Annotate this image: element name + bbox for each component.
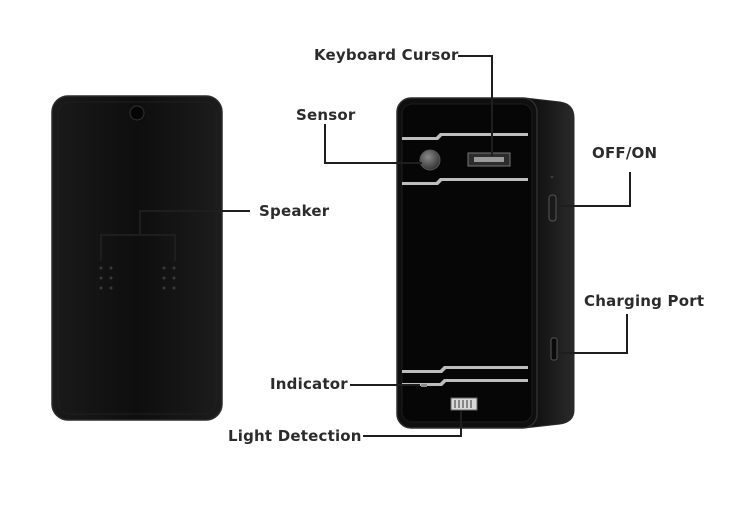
speaker-grill-left [99,266,113,290]
keyboard-cursor-leader [458,55,493,156]
light-detection-bars [454,400,472,408]
back-camera-hole [129,105,145,121]
charging-port-leader [559,314,628,354]
speaker-leader-stem [139,210,250,235]
device-back-view [51,95,223,421]
speaker-leader [100,234,176,261]
bottom-strip-lower [402,379,528,386]
label-keyboard-cursor: Keyboard Cursor [314,46,459,64]
label-indicator: Indicator [270,375,348,393]
back-body [51,95,223,421]
sensor-leader [324,124,422,164]
sensor-lens [419,149,441,171]
leader-lines [100,55,631,437]
power-switch [548,194,557,222]
off-on-leader [558,172,631,207]
top-strip-upper [402,133,528,140]
label-charging-port: Charging Port [584,292,705,310]
top-strip-lower [402,178,528,185]
indicator-led [421,384,427,387]
light-detection-leader [363,411,462,437]
charging-port [550,337,558,361]
speaker-grill-right [162,266,176,290]
front-panel [401,103,533,423]
bottom-strip-upper [402,366,528,373]
back-inner-border [57,101,217,415]
label-off-on: OFF/ON [592,144,658,162]
cursor-window-glass [474,157,504,162]
power-switch-dot [550,175,554,179]
label-sensor: Sensor [296,106,356,124]
label-speaker: Speaker [259,202,330,220]
device-front-view [396,97,575,429]
label-light-detection: Light Detection [228,427,362,445]
